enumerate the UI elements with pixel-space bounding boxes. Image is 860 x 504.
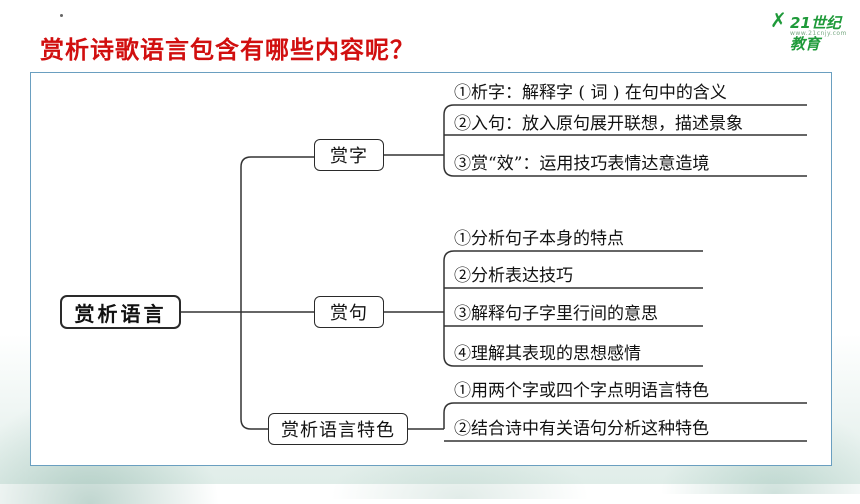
leaf-item: ④理解其表现的思想感情 <box>454 344 641 364</box>
branch-node-language-features: 赏析语言特色 <box>268 413 408 445</box>
runner-icon: ✗ <box>770 8 787 32</box>
leaf-item: ③赏“效”：运用技巧表情达意造境 <box>454 154 710 174</box>
leaf-item: ②结合诗中有关语句分析这种特色 <box>454 419 709 439</box>
leaf-item: ③解释句子字里行间的意思 <box>454 304 658 324</box>
leaf-item: ①析字：解释字 ( 词 ) 在句中的含义 <box>454 83 727 103</box>
leaf-item: ①分析句子本身的特点 <box>454 229 624 249</box>
connector-trunk <box>240 156 252 430</box>
branch-node-shangju: 赏句 <box>314 296 384 328</box>
leaf-item: ②分析表达技巧 <box>454 266 573 286</box>
branch-node-shangzi: 赏字 <box>314 139 384 171</box>
brand-logo: ✗ 21世纪教育 www.21cnjy.com <box>768 8 852 53</box>
connector-leaf-bracket-2 <box>443 250 455 367</box>
slide-title: 赏析诗歌语言包含有哪些内容呢？ <box>40 36 415 64</box>
logo-url-text: www.21cnjy.com <box>790 30 847 37</box>
decorative-dot <box>60 14 63 17</box>
leaf-item: ②入句：放入原句展开联想，描述景象 <box>454 114 743 134</box>
root-node: 赏析语言 <box>60 295 181 329</box>
connector-leaf-bracket-1 <box>443 104 455 177</box>
connector-leaf-bracket-3 <box>443 402 455 429</box>
logo-brand-text: 21世纪教育 <box>790 14 841 53</box>
mind-map-panel: 赏析语言 赏字 赏句 赏析语言特色 ①析字：解释字 ( 词 ) 在句中的含义 ②… <box>30 72 832 466</box>
connector-lines <box>181 104 807 442</box>
leaf-item: ①用两个字或四个字点明语言特色 <box>454 381 709 401</box>
